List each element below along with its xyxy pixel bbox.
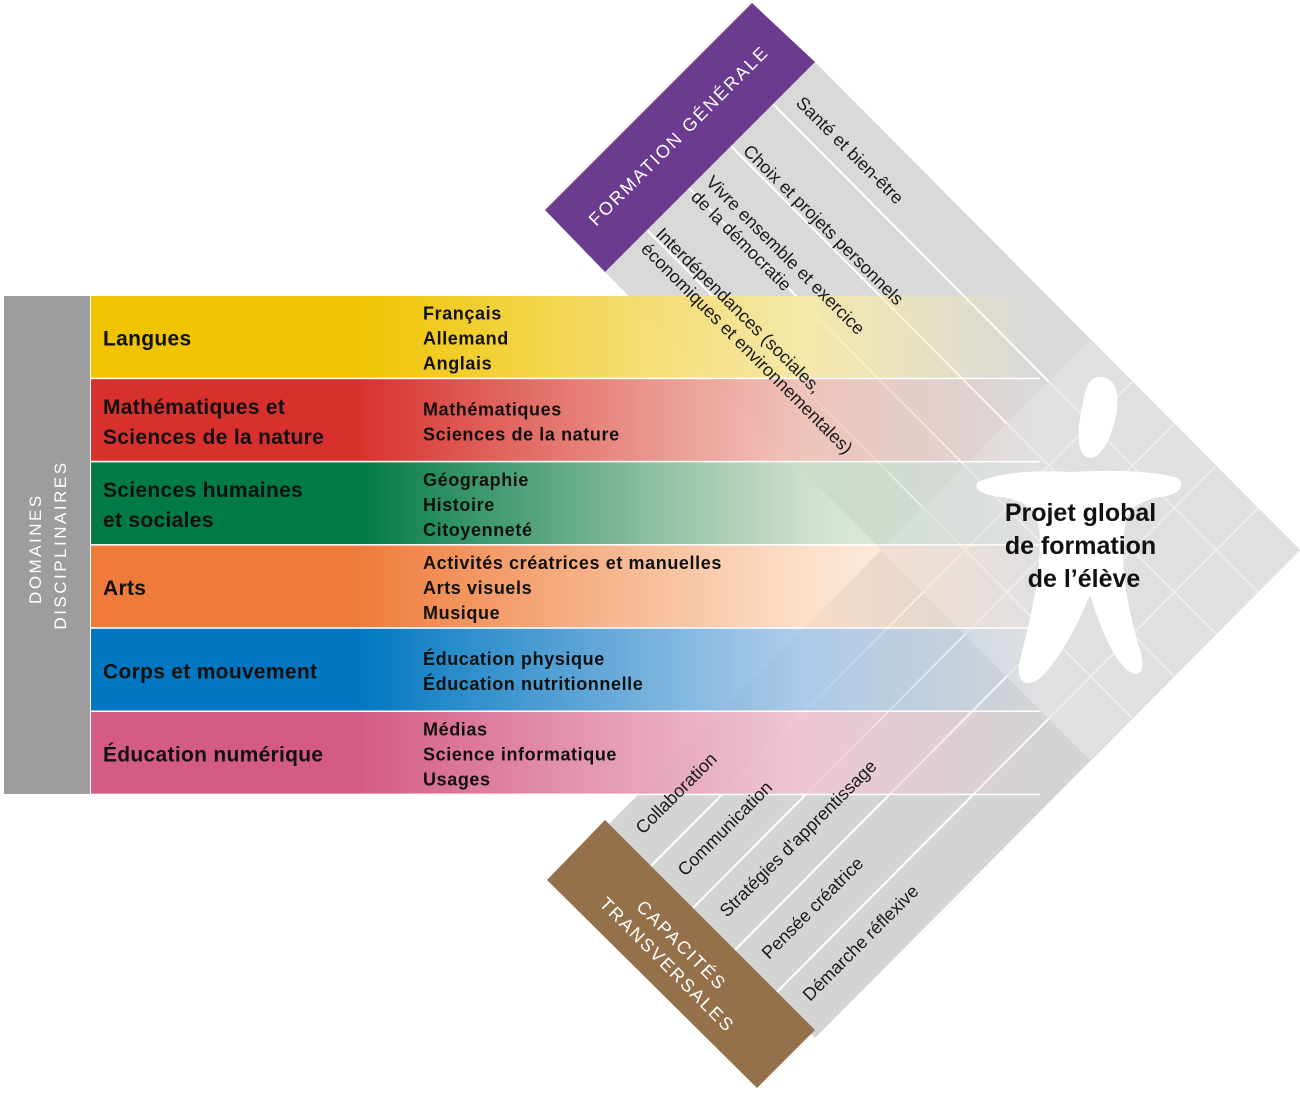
- student-body-icon: [976, 470, 1182, 684]
- domain-title-line: Corps et mouvement: [103, 660, 317, 683]
- subject-item: Citoyenneté: [423, 520, 533, 540]
- center-title-line-3: de l’élève: [1028, 565, 1141, 593]
- subject-item: Usages: [423, 770, 491, 790]
- student-figure: [976, 377, 1182, 684]
- subject-item: Français: [423, 304, 502, 324]
- domain-title: Éducation numérique: [103, 744, 323, 767]
- domaines-disciplinaires-panel: DOMAINES DISCIPLINAIRES: [4, 296, 90, 794]
- domain-row-band: [91, 296, 1040, 378]
- subject-item: Médias: [423, 720, 488, 740]
- subject-item: Arts visuels: [423, 578, 532, 598]
- formation-generale-title-band: [545, 3, 815, 272]
- subject-item: Géographie: [423, 470, 529, 490]
- center-title-line-1: Projet global: [1005, 499, 1156, 527]
- domain-title-line: Langues: [103, 328, 191, 351]
- left-panel-bg: [4, 296, 90, 794]
- subject-item: Science informatique: [423, 745, 617, 765]
- capacites-title-band: [547, 820, 815, 1088]
- subject-item: Anglais: [423, 354, 492, 374]
- domain-row-band: [91, 379, 1040, 461]
- subject-item: Histoire: [423, 495, 495, 515]
- domain-title-line: Sciences humaines: [103, 479, 303, 502]
- domain-title: Arts: [103, 577, 146, 600]
- domain-row-band: [91, 462, 1040, 545]
- subject-item: Éducation nutritionnelle: [423, 673, 643, 694]
- domain-row-band: [91, 545, 1040, 628]
- subject-item: Allemand: [423, 329, 509, 349]
- left-panel-title-line-2: DISCIPLINAIRES: [51, 460, 70, 629]
- domain-title-line: Sciences de la nature: [103, 426, 324, 449]
- left-panel-title: DOMAINES DISCIPLINAIRES: [26, 460, 70, 629]
- subject-item: Activités créatrices et manuelles: [423, 553, 722, 573]
- domain-title-line: Arts: [103, 577, 146, 600]
- domain-title-line: Éducation numérique: [103, 744, 323, 767]
- subject-item: Sciences de la nature: [423, 424, 620, 444]
- domain-row-band: [91, 712, 1040, 794]
- student-head-icon: [1078, 377, 1118, 458]
- domain-row-band: [91, 628, 1040, 711]
- domain-title-line: Mathématiques et: [103, 396, 285, 419]
- center-title-line-2: de formation: [1005, 532, 1156, 560]
- domain-title-line: et sociales: [103, 509, 214, 532]
- domain-title: Langues: [103, 328, 191, 351]
- subject-item: Éducation physique: [423, 648, 605, 669]
- domain-title: Corps et mouvement: [103, 660, 317, 683]
- left-panel-title-line-1: DOMAINES: [26, 493, 45, 604]
- subject-item: Musique: [423, 603, 500, 623]
- domain-title: Mathématiques et Sciences de la nature: [103, 396, 324, 449]
- subject-item: Mathématiques: [423, 399, 562, 419]
- center-title: Projet global de formation de l’élève: [1005, 499, 1163, 593]
- domain-title: Sciences humaines et sociales: [103, 479, 303, 532]
